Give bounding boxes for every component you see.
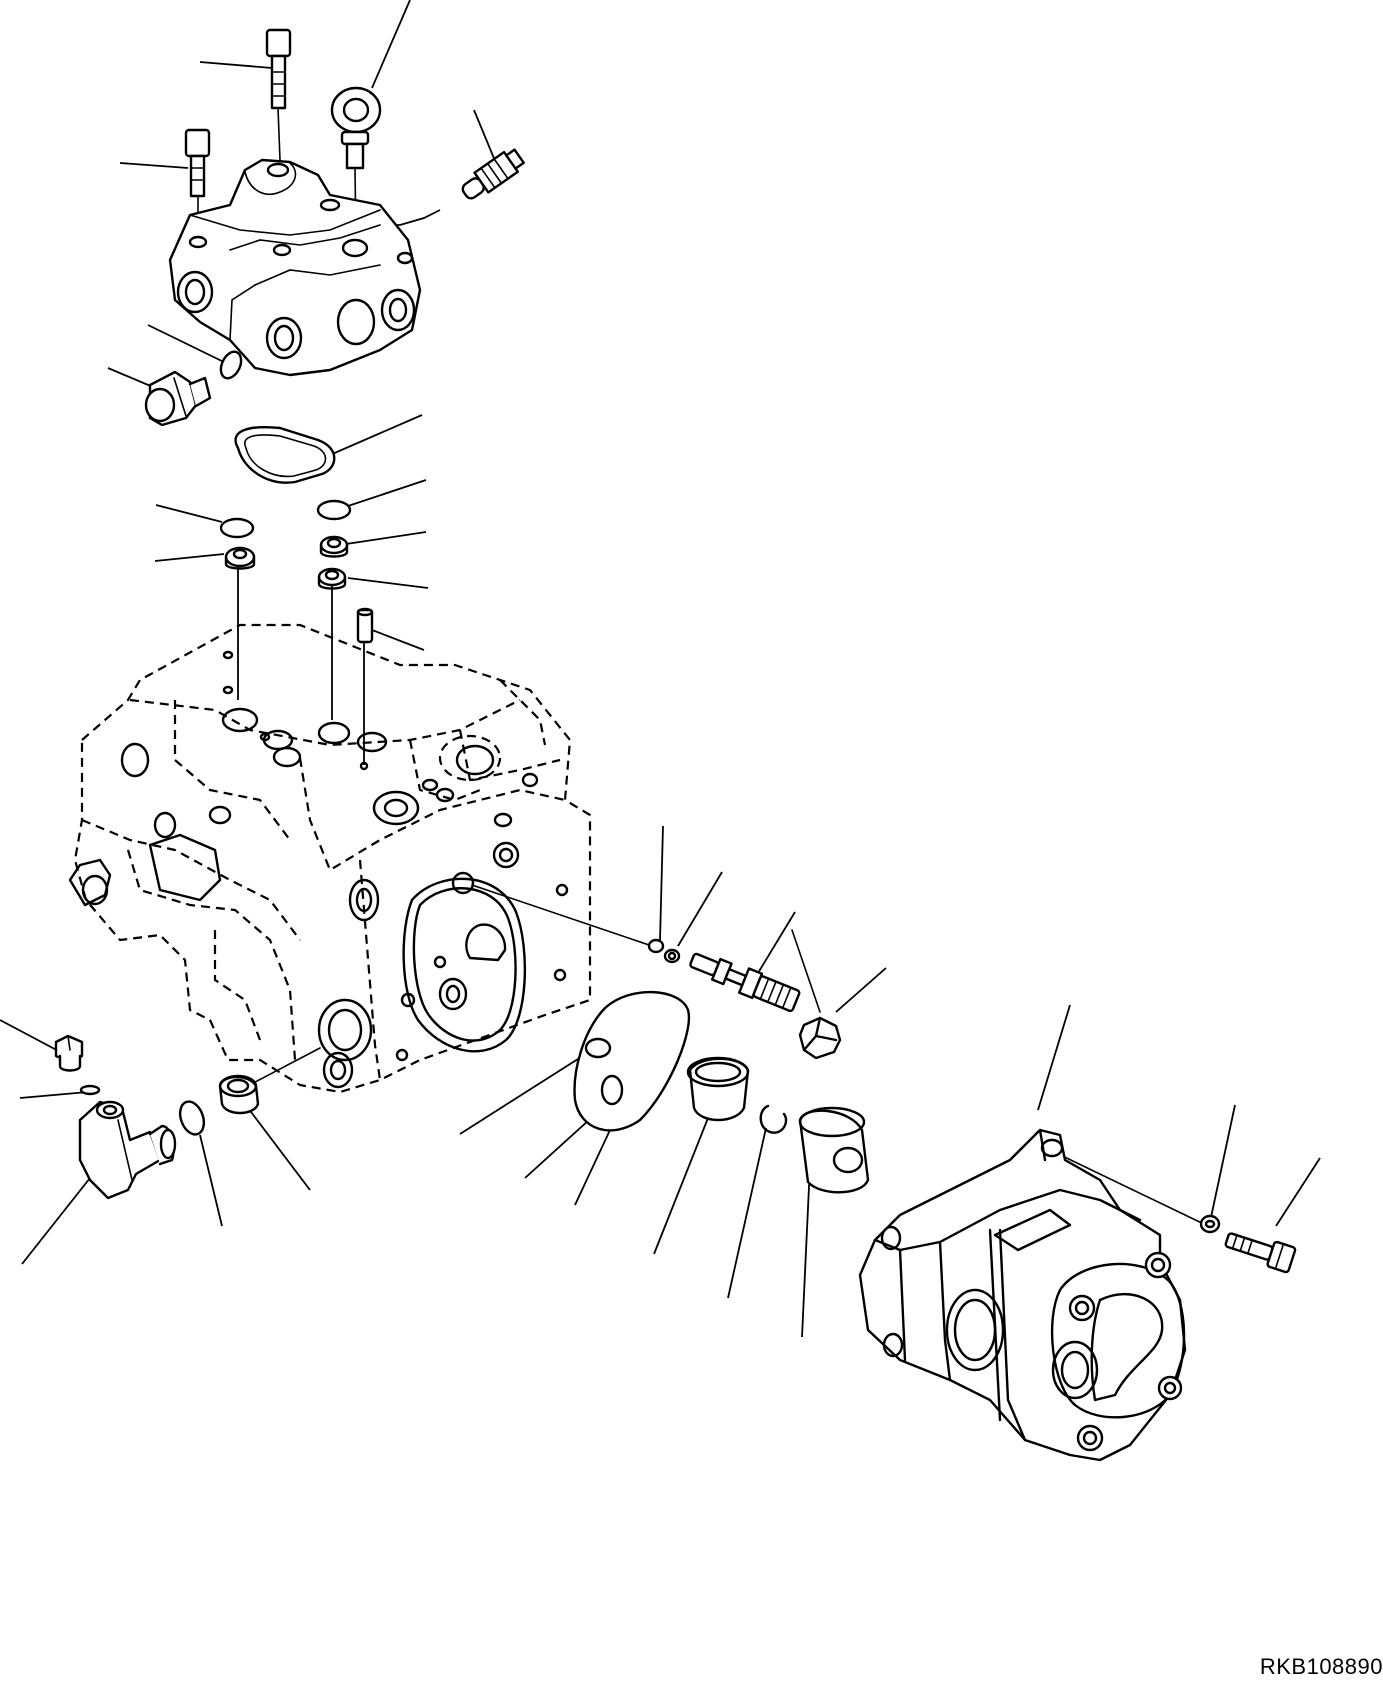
dowel-pin bbox=[356, 607, 374, 644]
collar-left bbox=[224, 546, 256, 570]
coupling-sleeve bbox=[798, 1106, 870, 1194]
plug-fitting bbox=[218, 1074, 260, 1115]
main-pump-body bbox=[68, 623, 592, 1094]
leader-lines bbox=[0, 0, 1321, 1338]
small-orings-collars bbox=[219, 499, 374, 644]
gasket-plate bbox=[573, 990, 691, 1132]
oring-lower-left bbox=[79, 1084, 101, 1096]
cap-screw-top bbox=[265, 28, 292, 161]
small-orings-right bbox=[647, 938, 681, 964]
washer-and-bolt-right bbox=[1199, 1214, 1297, 1274]
plug-and-oring-left bbox=[144, 350, 243, 427]
bushing bbox=[686, 1056, 750, 1122]
snap-ring bbox=[759, 1104, 788, 1134]
gear-pump bbox=[858, 1128, 1187, 1462]
elbow-fitting bbox=[78, 1100, 177, 1200]
hex-nut bbox=[798, 1016, 842, 1060]
collar-mid bbox=[317, 567, 347, 590]
collar-mid-top bbox=[319, 535, 349, 558]
gasket bbox=[234, 426, 336, 484]
bolt-lower-left bbox=[54, 1034, 84, 1072]
drawing-code: RKB108890 bbox=[1259, 1654, 1383, 1679]
upper-valve-block bbox=[168, 28, 525, 377]
oring-beside-elbow bbox=[178, 1100, 206, 1136]
control-spool bbox=[689, 952, 801, 1013]
threaded-plug bbox=[461, 148, 525, 200]
